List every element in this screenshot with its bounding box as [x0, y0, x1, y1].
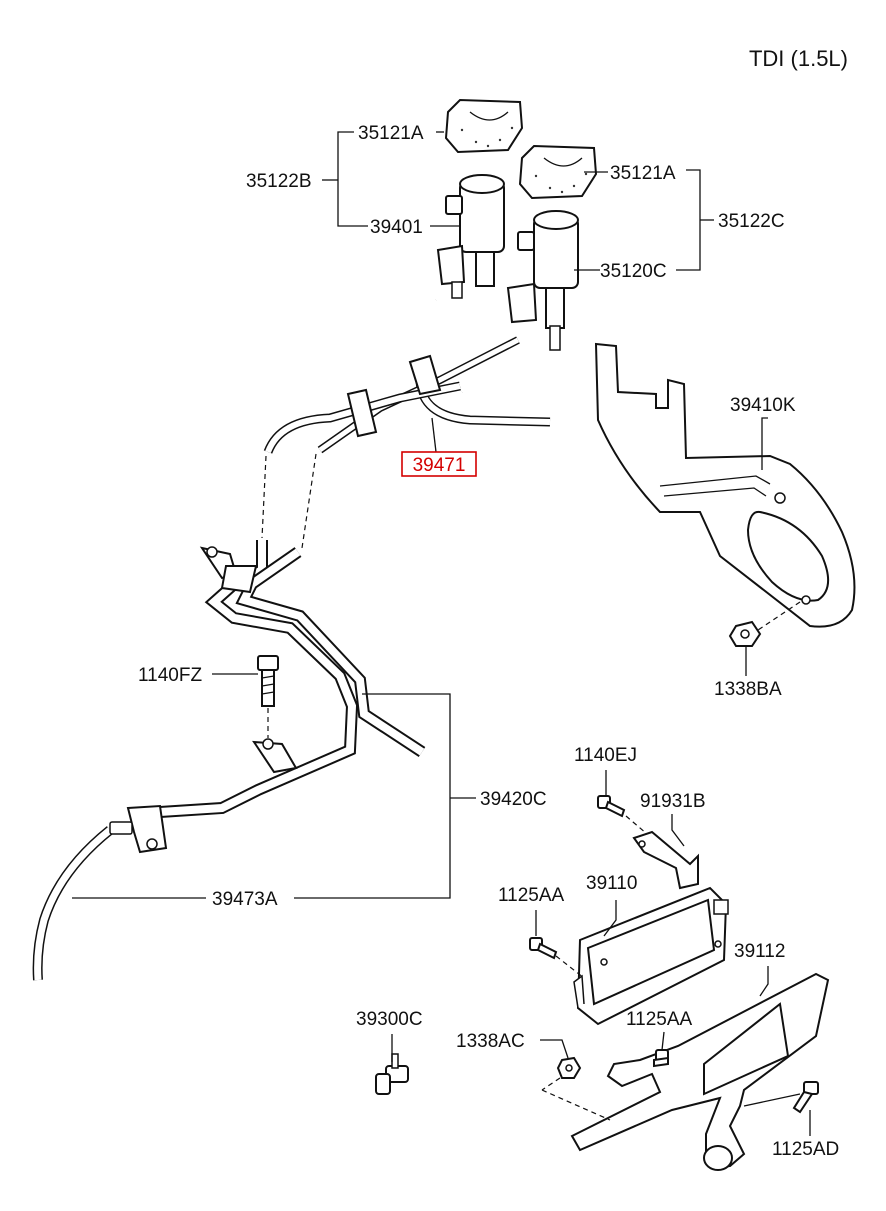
label-35122c[interactable]: 35122C	[718, 211, 785, 232]
highlight-box-39471	[401, 451, 477, 477]
label-35121a-left[interactable]: 35121A	[358, 123, 424, 144]
label-35122b[interactable]: 35122B	[246, 171, 312, 192]
label-39401[interactable]: 39401	[370, 217, 423, 238]
label-1140fz[interactable]: 1140FZ	[138, 665, 202, 686]
label-39410k[interactable]: 39410K	[730, 395, 796, 416]
vacuum-hose-39473a	[32, 821, 133, 981]
label-1125aa-right[interactable]: 1125AA	[626, 1009, 693, 1030]
label-39473a[interactable]: 39473A	[212, 889, 278, 910]
label-1338ac[interactable]: 1338AC	[456, 1031, 525, 1052]
label-35120c[interactable]: 35120C	[600, 261, 667, 282]
part-labels: 35121A 35122B 39401 35121A 35122C 35120C…	[138, 123, 839, 1160]
bolt-1140fz	[257, 655, 279, 738]
bolt-1125ad	[792, 1081, 819, 1114]
bracket-39410k	[594, 342, 856, 631]
solenoid-valve-35120c	[506, 210, 579, 351]
solenoid-valve-39401	[436, 174, 505, 299]
bolt-1125aa-right	[653, 1049, 669, 1068]
leader-lines	[72, 131, 811, 1136]
label-39300c[interactable]: 39300C	[356, 1009, 423, 1030]
diagram-title: TDI (1.5L)	[749, 46, 848, 71]
label-1140ej[interactable]: 1140EJ	[574, 745, 637, 766]
label-39110[interactable]: 39110	[586, 873, 637, 894]
vacuum-hose-assembly	[261, 299, 551, 549]
bolt-1125aa-left	[529, 937, 585, 979]
label-1125aa-left[interactable]: 1125AA	[498, 885, 565, 906]
label-1338ba[interactable]: 1338BA	[714, 679, 782, 700]
nut-1338ac	[541, 1056, 611, 1121]
label-39112[interactable]: 39112	[734, 941, 785, 962]
insulator-35121a-left	[444, 98, 524, 154]
label-39420c[interactable]: 39420C	[480, 789, 547, 810]
label-91931b[interactable]: 91931B	[640, 791, 706, 812]
label-1125ad[interactable]: 1125AD	[772, 1139, 839, 1160]
bracket-39112	[570, 972, 830, 1171]
insulator-35121a-right	[518, 144, 598, 200]
ecu-39110	[573, 886, 729, 1026]
vacuum-pipe-39420c	[126, 540, 426, 854]
bracket-91931b	[632, 830, 699, 890]
label-39471[interactable]: 39471	[413, 455, 466, 476]
label-35121a-right[interactable]: 35121A	[610, 163, 676, 184]
nut-1338ba	[728, 620, 762, 647]
sensor-39300c	[375, 1053, 409, 1095]
